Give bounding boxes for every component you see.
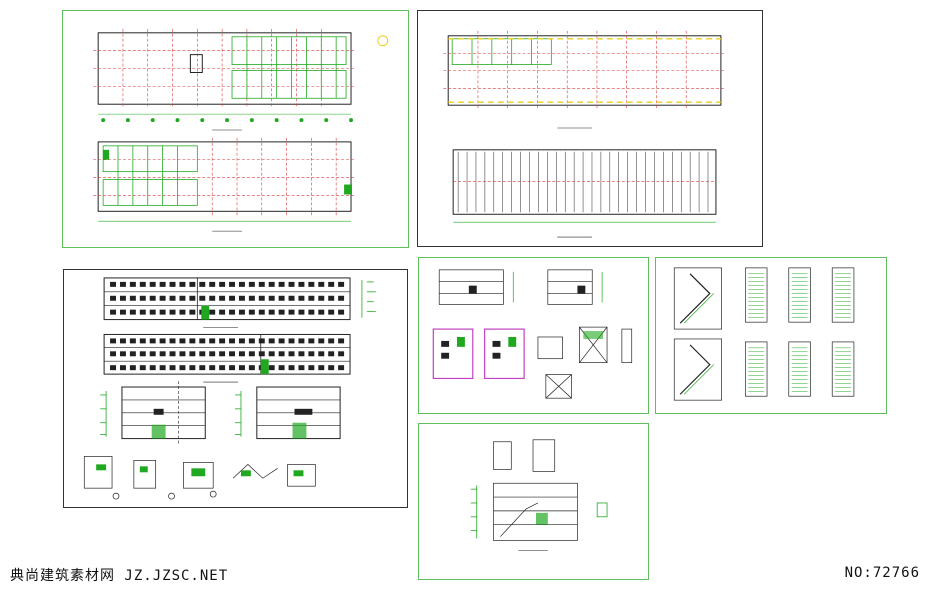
floor-plans-drawing <box>93 28 389 232</box>
watermark-text: 典尚建筑素材网 JZ.JZSC.NET <box>10 568 229 584</box>
stair-section-upper <box>673 267 722 330</box>
floor-plan-upper <box>93 28 389 131</box>
sheet-floor-roof-plans <box>417 10 763 247</box>
floor-plan-third <box>443 30 726 129</box>
building-section-drawing <box>470 439 608 551</box>
stair-section-lower <box>673 338 722 401</box>
toilet-plans <box>432 328 525 380</box>
detail-sections <box>83 456 316 500</box>
elevations-drawing <box>83 277 376 500</box>
stair-plans <box>744 267 855 397</box>
rear-elevation <box>103 333 351 383</box>
document-number: NO:72766 <box>844 565 920 581</box>
sheet-building-section <box>418 423 649 580</box>
front-elevation <box>103 277 376 328</box>
unit-details-drawing <box>432 269 633 399</box>
side-elevation-left <box>100 381 206 444</box>
floor-plan-lower <box>93 137 356 232</box>
sheet-floor-plans-1 <box>62 10 409 248</box>
roof-plan <box>452 149 717 238</box>
stair-details-drawing <box>673 267 855 401</box>
side-elevation-right <box>235 386 341 440</box>
sheet-unit-details <box>418 257 649 414</box>
roof-plan-drawing <box>443 30 726 238</box>
sheet-elevations <box>63 269 408 508</box>
sheet-stair-details <box>655 257 887 414</box>
